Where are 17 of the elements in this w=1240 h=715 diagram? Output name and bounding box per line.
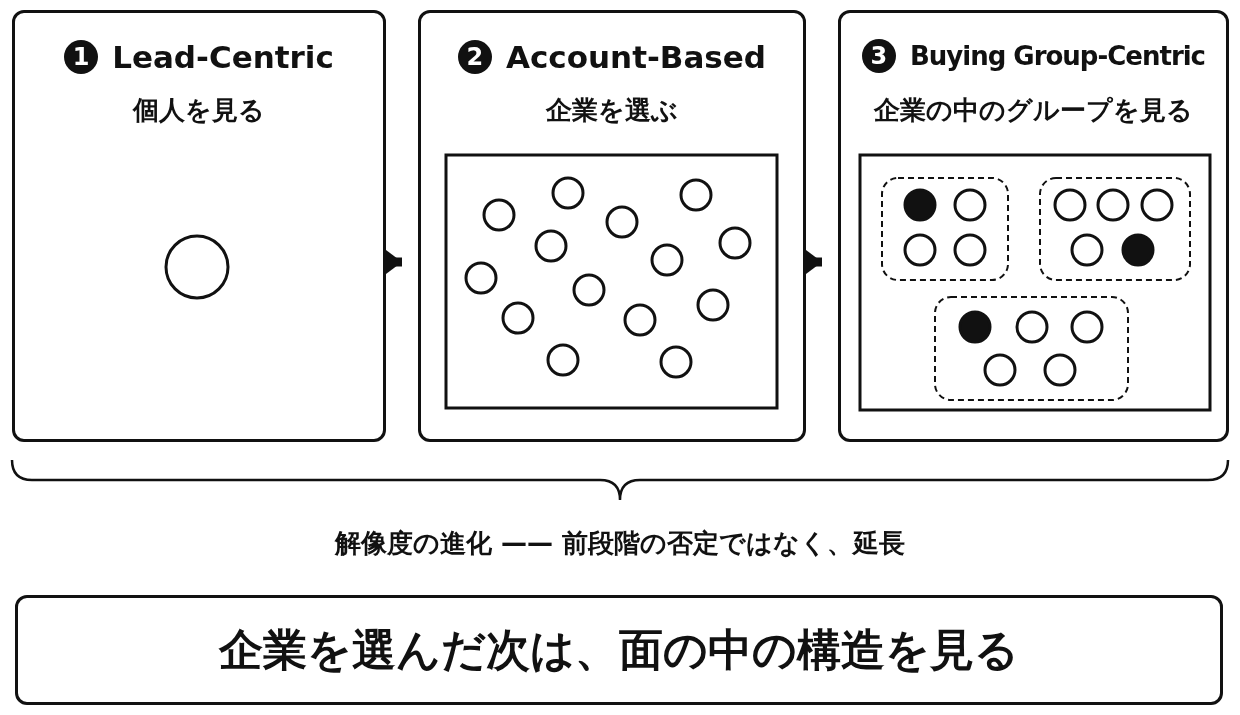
caption-text: 解像度の進化 —— 前段階の否定ではなく、延長 (333, 527, 907, 560)
conclusion-text: 企業を選んだ次は、面の中の構造を見る (219, 622, 1019, 677)
stage-panel (12, 10, 386, 442)
conclusion-box (15, 595, 1223, 705)
stage-panel (418, 10, 806, 442)
number-badge: 2 (457, 40, 492, 74)
stage-subtitle: 企業の中のグループを見る (872, 94, 1194, 127)
stage-title: Buying Group-Centric (909, 41, 1206, 71)
number-badge: 1 (64, 40, 99, 74)
stage-title: Account-Based (505, 39, 767, 75)
stage-title: Lead-Centric (112, 39, 334, 75)
stage-subtitle: 企業を選ぶ (544, 94, 679, 127)
arrow (386, 250, 402, 274)
number-badge: 3 (861, 39, 896, 73)
stage-panel (838, 10, 1229, 442)
arrow (806, 250, 822, 274)
stage-subtitle: 個人を見る (131, 94, 266, 127)
